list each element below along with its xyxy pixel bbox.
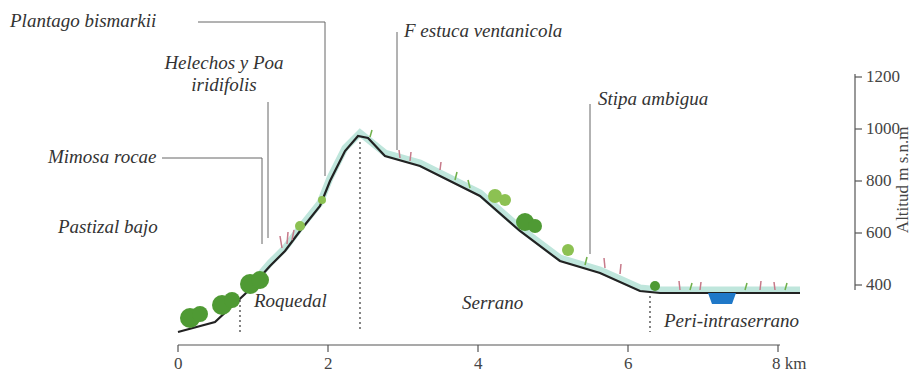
bushes	[180, 213, 660, 328]
species-label: Mimosa rocae	[48, 146, 157, 168]
zone-label: Peri-intraserrano	[664, 310, 799, 332]
zone-dividers	[240, 142, 650, 334]
axis-value: 4	[474, 354, 483, 374]
species-label: Pastizal bajo	[58, 216, 158, 238]
zone-label: Serrano	[462, 292, 523, 314]
axis-title: Altitud m s.n.m	[893, 126, 913, 233]
axis-value: 6	[624, 354, 633, 374]
axis-value: 800	[866, 171, 892, 191]
flower-tufts	[280, 150, 775, 290]
axis-value: 400	[866, 275, 892, 295]
axis-value: 8 km	[772, 354, 806, 374]
axis-value: 0	[174, 354, 183, 374]
axes	[178, 74, 862, 352]
axis-value: 2	[324, 354, 333, 374]
profile-line	[178, 136, 800, 332]
grass-tufts	[370, 130, 787, 290]
shrubs	[295, 189, 574, 256]
water-body	[708, 293, 736, 304]
species-label: Helechos y Poa iridifolis	[159, 52, 289, 96]
species-label: F estuca ventanicola	[404, 20, 562, 42]
zone-label: Roquedal	[254, 290, 327, 312]
grass-band	[245, 133, 800, 292]
species-label: Plantago bismarkii	[10, 10, 156, 32]
axis-value: 1200	[866, 67, 900, 87]
species-label: Stipa ambigua	[598, 88, 708, 110]
axis-value: 600	[866, 223, 892, 243]
